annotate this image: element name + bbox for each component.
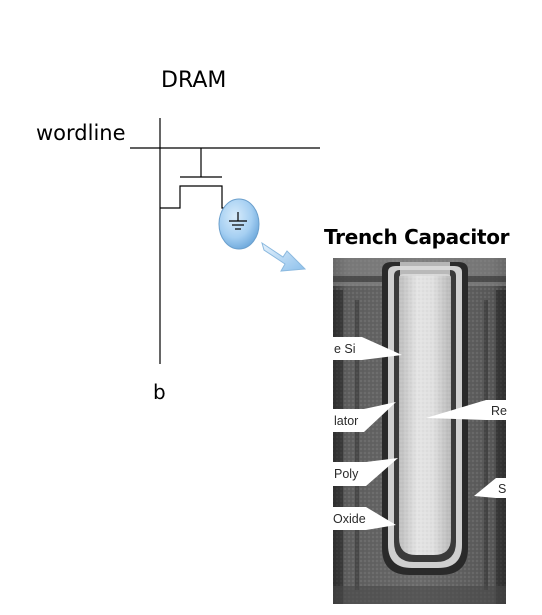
diagram-title: DRAM [161,68,227,93]
bitline-label: b [153,380,166,404]
pointer-left-3 [333,458,398,486]
pointer-right-2 [474,478,506,498]
trench-sem-image: e Si lator Poly Oxide Re S [333,258,507,604]
ground-icon [229,212,247,230]
sem-label-right-2: S [498,482,506,496]
trench-capacitor-title: Trench Capacitor [324,225,510,249]
sem-label-left-1: e Si [334,342,356,356]
pointer-left-2 [333,402,396,432]
wordline-label: wordline [36,121,126,145]
sem-label-pointers [333,337,506,530]
pointer-left-4 [333,507,396,530]
sem-label-left-4: Oxide [333,512,366,526]
arrow-icon [261,241,307,272]
sem-label-left-2: lator [334,414,358,428]
sem-label-left-3: Poly [334,467,359,481]
pointer-left-1 [333,337,402,360]
sem-label-right-1: Re [491,404,507,418]
dram-cell-circuit [130,118,320,364]
pointer-right-1 [426,400,506,420]
capacitor-bubble [218,198,260,250]
